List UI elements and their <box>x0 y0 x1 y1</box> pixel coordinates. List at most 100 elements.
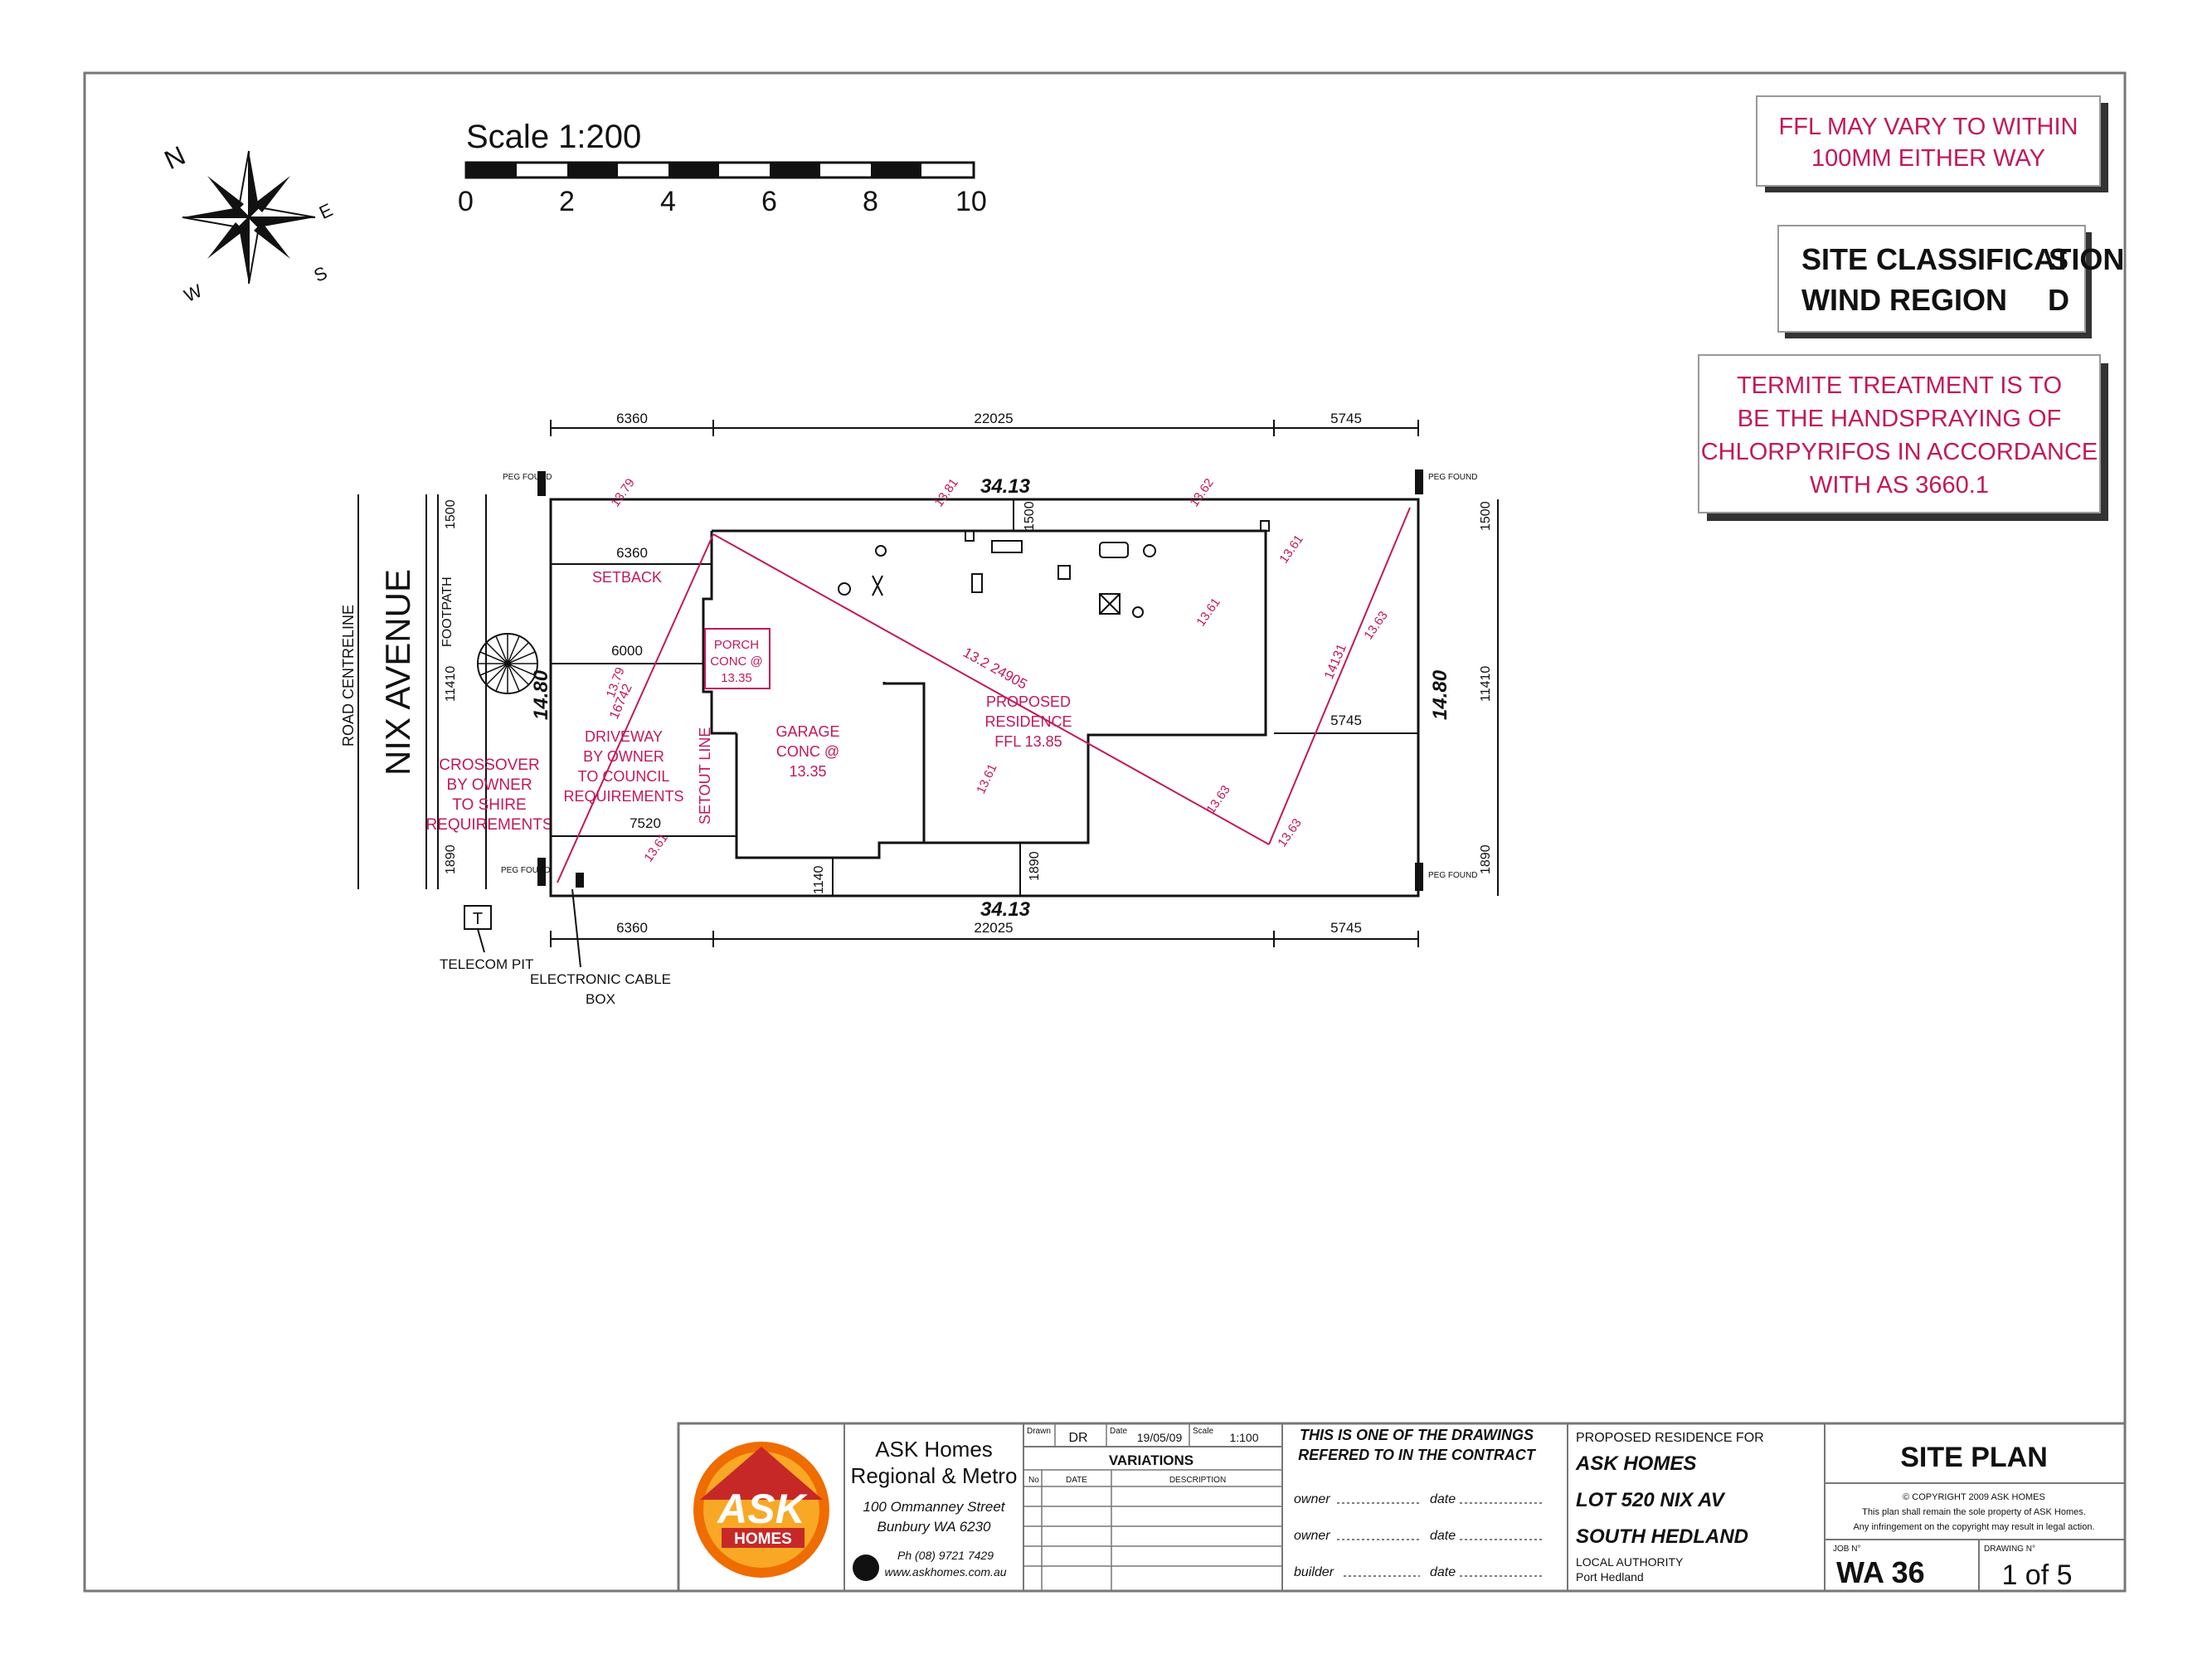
copyright-line-3: Any infringement on the copyright may re… <box>1853 1522 2094 1532</box>
sig-date-3: date <box>1430 1565 1456 1579</box>
scale-label: Scale 1:200 <box>466 119 641 155</box>
setback-value: 6360 <box>616 545 648 561</box>
wind-region-value: D <box>2048 283 2069 317</box>
residence-outline <box>712 529 1267 844</box>
right-dim-1890: 1890 <box>1479 844 1493 874</box>
lot-address: LOT 520 NIX AV <box>1576 1489 1726 1511</box>
left-dim-11410: 11410 <box>444 666 458 702</box>
lot-boundary <box>549 498 1420 898</box>
site-classification-box: SITE CLASSIFICATION S WIND REGION D <box>1777 225 2124 338</box>
termite-line-3: CHLORPYRIFOS IN ACCORDANCE <box>1701 439 2098 465</box>
left-dim-1500: 1500 <box>444 499 458 529</box>
scale-tick-2: 2 <box>559 186 575 217</box>
ffl-note-line-1: FFL MAY VARY TO WITHIN <box>1779 114 2078 140</box>
setout-diagonal-main <box>712 533 1270 845</box>
peg-label-br: PEG FOUND <box>1428 871 1477 880</box>
wind-region-label: WIND REGION <box>1801 283 2007 317</box>
company-line-1: ASK Homes <box>875 1437 993 1462</box>
address-line-2: Bunbury WA 6230 <box>877 1519 991 1535</box>
scale-tick-10: 10 <box>955 186 987 217</box>
footpath-label: FOOTPATH <box>440 577 455 647</box>
company-line-2: Regional & Metro <box>851 1463 1018 1488</box>
scale-tick-4: 4 <box>660 186 676 217</box>
side-1140: 1140 <box>812 865 826 894</box>
residence-line-3: FFL 13.85 <box>994 733 1062 750</box>
compass-w: W <box>181 280 206 307</box>
sig-date-1: date <box>1430 1492 1456 1506</box>
hardhat-icon <box>853 1554 879 1581</box>
scale-label-tb: Scale <box>1193 1427 1213 1436</box>
boundary-right: 14.80 <box>1429 669 1451 720</box>
garage-line-1: GARAGE <box>775 723 839 740</box>
var-col-description: DESCRIPTION <box>1169 1476 1226 1485</box>
scale-tick-8: 8 <box>863 186 878 217</box>
scale-tick-6: 6 <box>761 186 777 217</box>
left-dim-1890: 1890 <box>444 844 458 874</box>
level-7: 13.63 <box>1203 783 1232 817</box>
peg-label-tl: PEG FOUND <box>503 473 552 482</box>
phone: Ph (08) 9721 7429 <box>897 1549 994 1562</box>
tree-icon <box>477 633 538 694</box>
website: www.askhomes.com.au <box>884 1565 1006 1579</box>
contract-line-2: REFERED TO IN THE CONTRACT <box>1298 1447 1537 1463</box>
boundary-top: 34.13 <box>980 475 1031 498</box>
telecom-pit-label: TELECOM PIT <box>440 956 533 972</box>
fixture-icons <box>838 520 1270 618</box>
driveway-line-1: DRIVEWAY <box>585 728 663 745</box>
driveway-line-3: TO COUNCIL <box>578 768 670 785</box>
diag-main-label: 13.2 24905 <box>960 645 1030 693</box>
bottom-dim-6360: 6360 <box>616 920 648 936</box>
rear-setback: 5745 <box>1330 713 1362 728</box>
ask-homes-logo: ASK HOMES <box>693 1442 829 1578</box>
compass-n: N <box>160 140 190 175</box>
bottom-dim-22025: 22025 <box>974 920 1013 936</box>
side-1890: 1890 <box>1028 851 1042 881</box>
var-col-no: No <box>1028 1476 1039 1485</box>
site-classification-label: SITE CLASSIFICATION <box>1801 242 2124 276</box>
top-dim-6360: 6360 <box>616 411 648 426</box>
sig-role-2: owner <box>1294 1529 1330 1543</box>
date-label: Date <box>1110 1427 1128 1436</box>
termite-line-2: BE THE HANDSPRAYING OF <box>1738 406 2062 432</box>
logo-bottom: HOMES <box>734 1530 792 1548</box>
drawn-label: Drawn <box>1027 1427 1051 1436</box>
scale-tick-0: 0 <box>458 186 474 217</box>
authority-label: LOCAL AUTHORITY <box>1576 1555 1684 1569</box>
ffl-note: FFL MAY VARY TO WITHIN 100MM EITHER WAY <box>1756 95 2108 192</box>
address-line-1: 100 Ommanney Street <box>863 1499 1005 1515</box>
peg-top-left <box>537 471 546 496</box>
peg-label-tr: PEG FOUND <box>1428 473 1477 482</box>
top-dim-5745: 5745 <box>1330 411 1362 426</box>
bottom-dim-5745: 5745 <box>1330 920 1362 936</box>
telecom-pit-symbol: T <box>473 910 483 928</box>
authority-value: Port Hedland <box>1576 1570 1644 1584</box>
level-11: 13.61 <box>974 761 999 795</box>
garage-outline <box>735 682 926 859</box>
cable-box-line-2: BOX <box>586 991 615 1007</box>
copyright-line-2: This plan shall remain the sole property… <box>1862 1507 2086 1517</box>
crossover-line-4: REQUIREMENTS <box>425 816 552 834</box>
driveway-width: 7520 <box>630 815 661 831</box>
residence-line-2: RESIDENCE <box>984 713 1072 730</box>
cable-box-line-1: ELECTRONIC CABLE <box>530 971 671 987</box>
setout-line-label: SETOUT LINE <box>697 727 713 825</box>
variations-title: VARIATIONS <box>1109 1452 1194 1468</box>
road-centreline-label: ROAD CENTRELINE <box>340 605 357 747</box>
level-1: 13.79 <box>608 476 637 510</box>
driveway-line-2: BY OWNER <box>583 748 664 765</box>
peg-bottom-left <box>537 858 546 886</box>
level-6: 13.61 <box>1194 596 1223 630</box>
right-dim-11410: 11410 <box>1479 666 1493 702</box>
porch-area <box>704 628 771 689</box>
logo-top: ASK <box>716 1486 808 1532</box>
peg-bottom-right <box>1415 863 1423 891</box>
boundary-left: 14.80 <box>530 669 552 720</box>
setout-diagonal-left <box>557 533 714 883</box>
date-value: 19/05/09 <box>1137 1431 1183 1444</box>
copyright-line-1: © COPYRIGHT 2009 ASK HOMES <box>1903 1492 2045 1502</box>
garage-line-3: 13.35 <box>789 763 826 780</box>
ffl-note-line-2: 100MM EITHER WAY <box>1811 145 2045 172</box>
termite-line-1: TERMITE TREATMENT IS TO <box>1737 372 2062 399</box>
level-3: 13.62 <box>1187 476 1216 510</box>
setout-diagonal-right <box>1268 507 1411 845</box>
